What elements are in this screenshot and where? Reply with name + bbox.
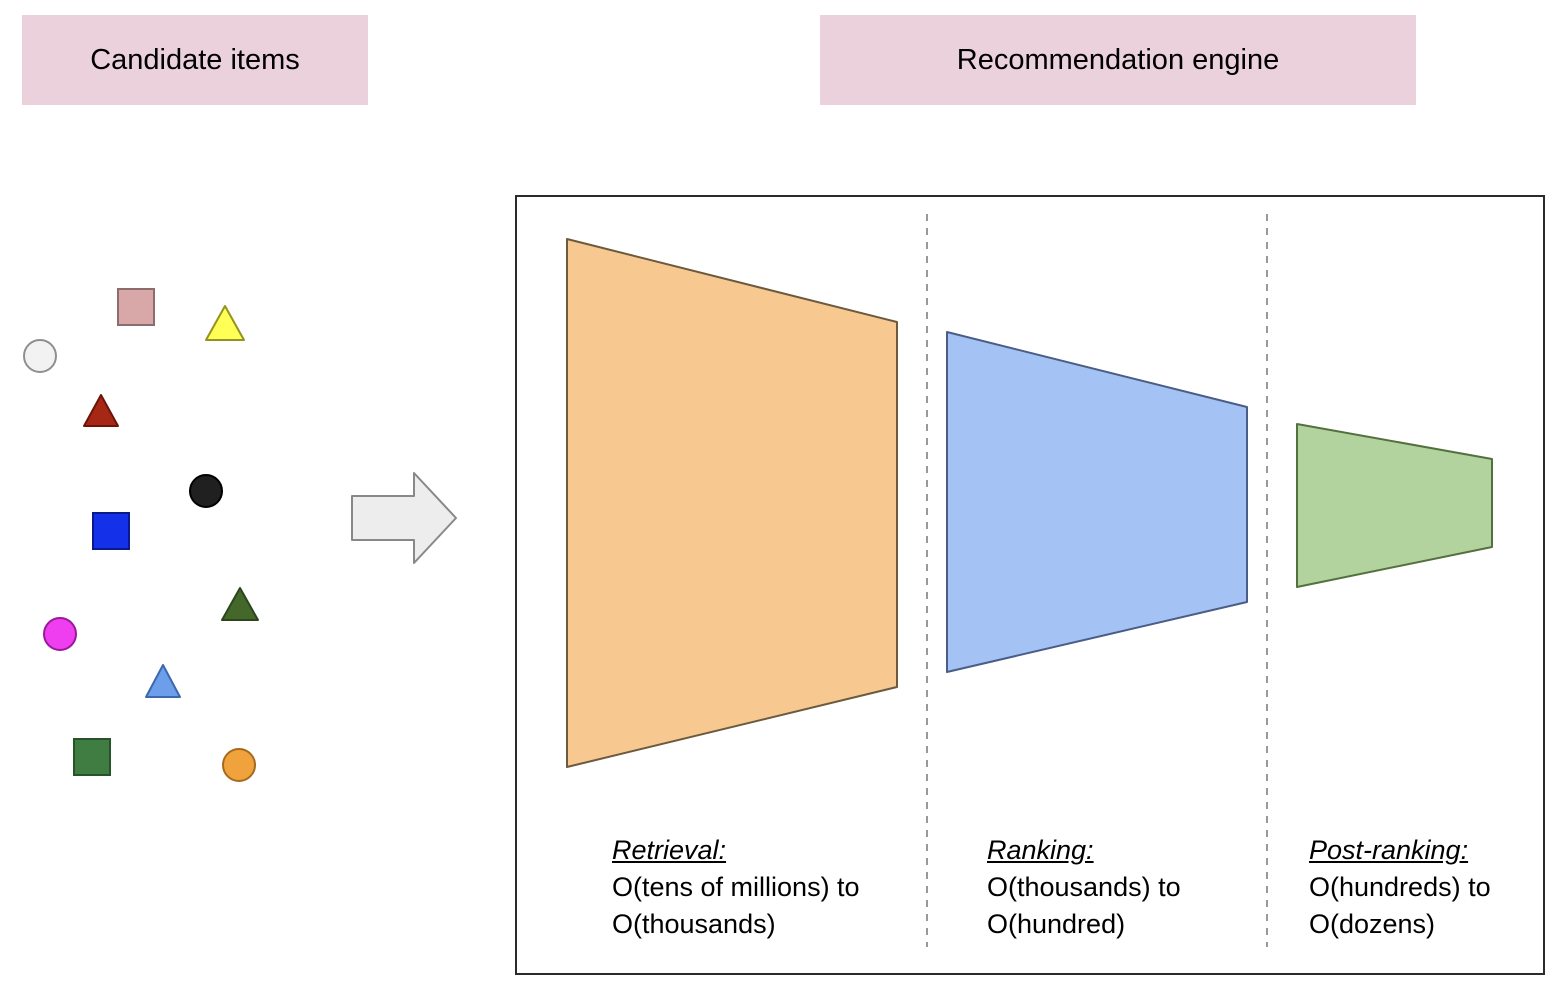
- retrieval-funnel: [566, 238, 898, 768]
- post-ranking-line2: O(dozens): [1309, 909, 1436, 939]
- post-ranking-funnel: [1296, 423, 1493, 588]
- retrieval-caption: Retrieval: O(tens of millions) to O(thou…: [612, 832, 860, 943]
- flow-arrow-icon: [351, 472, 457, 564]
- candidate-shape-circle-magenta: [43, 617, 77, 651]
- ranking-title: Ranking:: [987, 835, 1094, 865]
- candidate-shape-square-blue: [92, 512, 130, 550]
- ranking-line2: O(hundred): [987, 909, 1126, 939]
- recommendation-engine-box: Retrieval: O(tens of millions) to O(thou…: [515, 195, 1545, 975]
- candidate-shape-triangle-dark-green: [221, 587, 259, 621]
- ranking-line1: O(thousands) to: [987, 872, 1181, 902]
- ranking-funnel: [946, 331, 1248, 673]
- post-ranking-line1: O(hundreds) to: [1309, 872, 1491, 902]
- candidate-shape-square-green: [73, 738, 111, 776]
- retrieval-line2: O(thousands): [612, 909, 776, 939]
- candidate-shape-square-rose: [117, 288, 155, 326]
- candidate-items-label-text: Candidate items: [90, 43, 300, 76]
- candidate-shape-triangle-cornflower: [145, 664, 181, 698]
- retrieval-title: Retrieval:: [612, 835, 727, 865]
- ranking-caption: Ranking: O(thousands) to O(hundred): [987, 832, 1181, 943]
- candidate-shape-triangle-yellow: [205, 305, 245, 341]
- recommendation-engine-label-text: Recommendation engine: [956, 43, 1280, 76]
- candidate-shape-circle-black: [189, 474, 223, 508]
- recommendation-engine-label: Recommendation engine: [820, 15, 1416, 105]
- funnel-group: [566, 214, 1493, 947]
- candidate-shape-triangle-dark-red: [83, 394, 119, 427]
- retrieval-line1: O(tens of millions) to: [612, 872, 860, 902]
- candidate-items-label: Candidate items: [22, 15, 368, 105]
- post-ranking-caption: Post-ranking: O(hundreds) to O(dozens): [1309, 832, 1491, 943]
- candidate-items-group: [23, 288, 457, 782]
- candidate-shape-circle-white: [23, 339, 57, 373]
- post-ranking-title: Post-ranking:: [1309, 835, 1469, 865]
- candidate-shape-circle-orange: [222, 748, 256, 782]
